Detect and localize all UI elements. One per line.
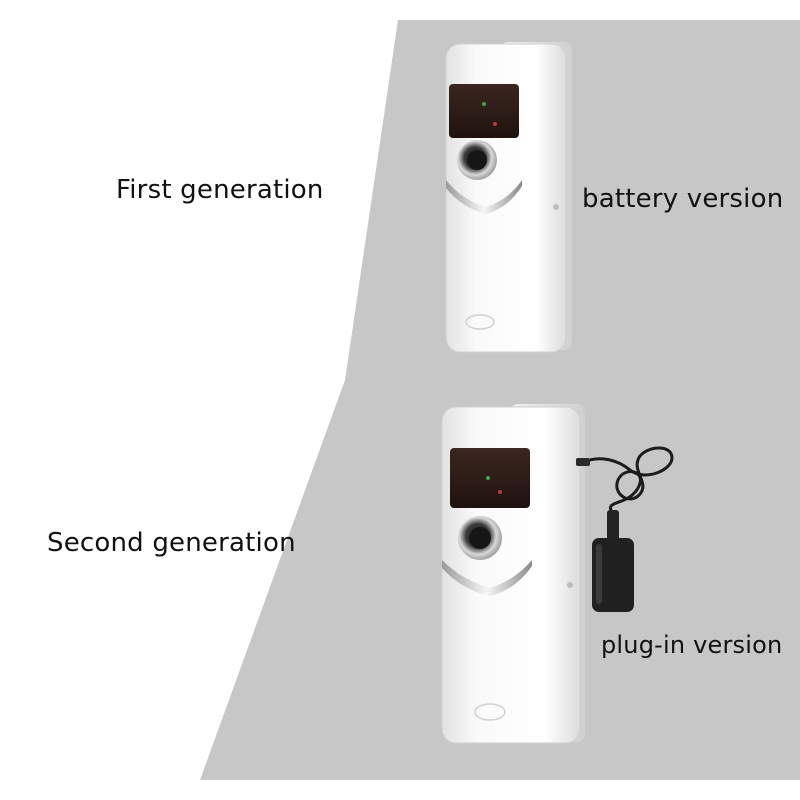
side-screw: [567, 582, 573, 588]
green-led: [486, 476, 490, 480]
nozzle-hole: [469, 527, 491, 549]
adapter-highlight: [596, 544, 602, 604]
chrome-trim: [446, 180, 522, 214]
second-generation-dispenser: [441, 404, 585, 744]
chrome-trim: [442, 560, 532, 596]
button-oval: [474, 703, 506, 721]
red-led: [493, 122, 497, 126]
gray-backdrop: [200, 20, 800, 780]
red-led: [498, 490, 502, 494]
nozzle-hole: [467, 150, 487, 170]
plug-in-version-label: plug-in version: [601, 631, 783, 659]
cable-strain-relief: [607, 510, 619, 540]
power-adapter: [576, 446, 674, 612]
button-oval: [465, 314, 495, 330]
side-screw: [553, 204, 559, 210]
first-generation-dispenser: [445, 42, 572, 353]
adapter-cable: [583, 446, 674, 541]
dc-plug: [576, 458, 590, 466]
display-window: [449, 84, 519, 138]
battery-version-label: battery version: [582, 184, 784, 214]
first-generation-label: First generation: [116, 175, 324, 205]
adapter-block: [592, 538, 634, 612]
second-generation-label: Second generation: [47, 528, 296, 558]
green-led: [482, 102, 486, 106]
